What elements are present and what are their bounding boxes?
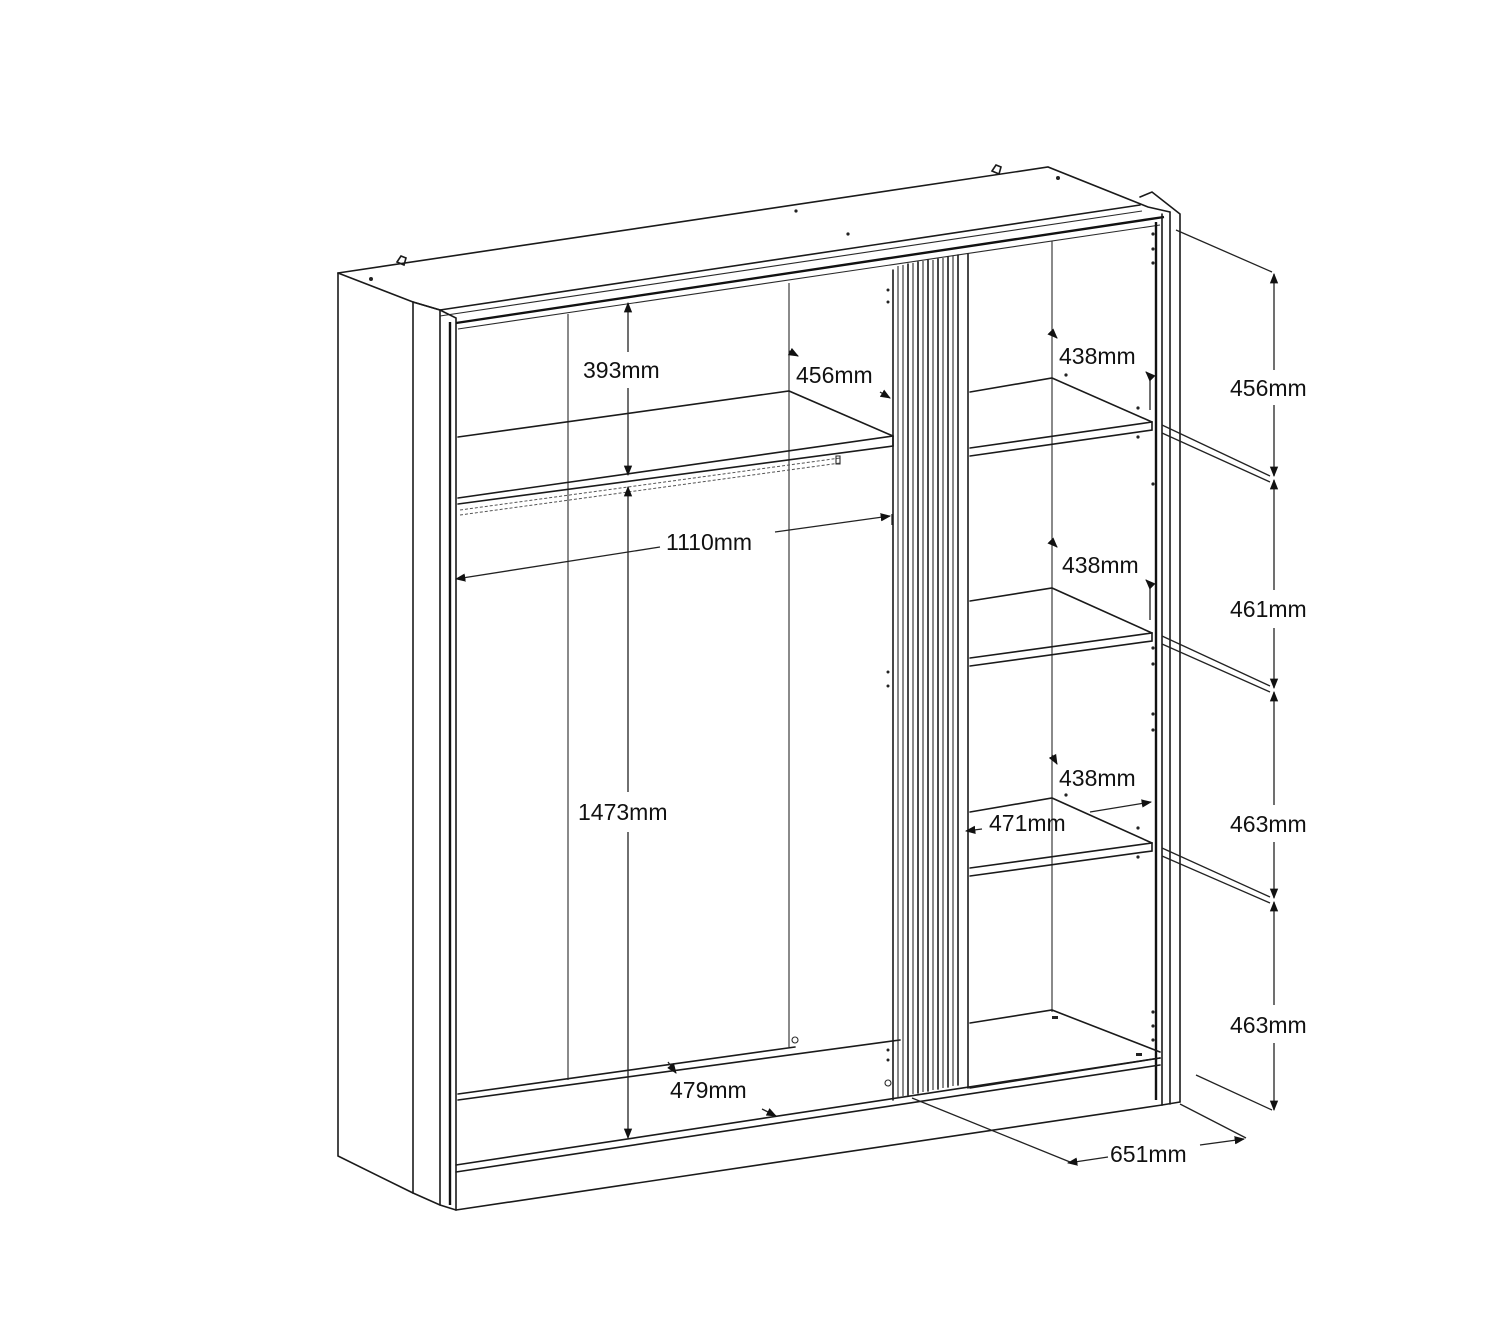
right-compartment: [969, 232, 1161, 1089]
door-edge-stack: [897, 253, 969, 1098]
label-right-shelf3-depth: 438mm: [1059, 765, 1136, 791]
label-left-width: 1110mm: [666, 529, 752, 555]
label-left-top-depth: 456mm: [796, 362, 873, 388]
label-right-height-3: 463mm: [1230, 811, 1307, 837]
label-right-height-2: 461mm: [1230, 596, 1307, 622]
label-left-bottom-depth: 479mm: [670, 1077, 747, 1103]
wardrobe-carcass: [337, 164, 1181, 1211]
label-left-top-height: 393mm: [583, 357, 660, 383]
dimension-lines: [454, 229, 1279, 1166]
label-right-shelf1-depth: 438mm: [1059, 343, 1136, 369]
left-compartment: [457, 269, 894, 1101]
label-right-height-1: 456mm: [1230, 375, 1307, 401]
label-right-shelf2-depth: 438mm: [1062, 552, 1139, 578]
label-overall-depth: 651mm: [1110, 1141, 1187, 1167]
label-right-height-4: 463mm: [1230, 1012, 1307, 1038]
label-right-width: 471mm: [989, 810, 1066, 836]
label-left-hanging-height: 1473mm: [578, 799, 667, 825]
dimension-labels: 393mm 456mm 1110mm 1473mm 479mm 438mm 43…: [578, 343, 1307, 1167]
